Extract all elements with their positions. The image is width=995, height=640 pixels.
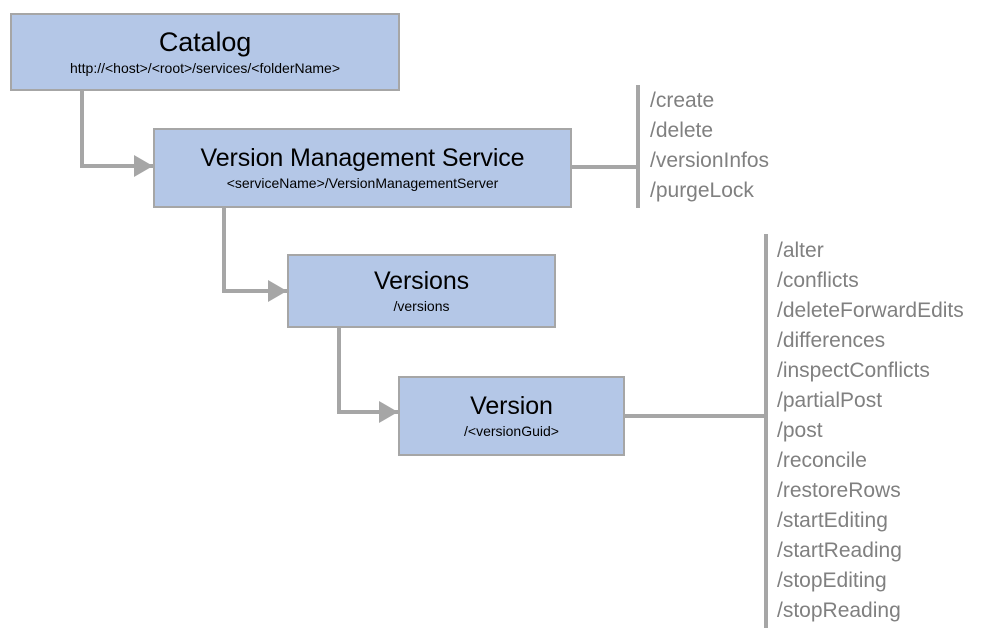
endpoint-item[interactable]: /create — [650, 89, 715, 112]
node-catalog-title: Catalog — [158, 27, 252, 58]
endpoint-item[interactable]: /post — [777, 419, 823, 442]
endpoint-item[interactable]: /stopEditing — [777, 569, 887, 592]
connector-versions-to-version-vertical — [337, 327, 341, 413]
endpoint-item[interactable]: /alter — [777, 239, 824, 262]
node-version[interactable]: Version /<versionGuid> — [398, 376, 625, 456]
connector-catalog-to-vms-vertical — [80, 90, 84, 168]
endpoint-item[interactable]: /inspectConflicts — [777, 359, 930, 382]
connector-vms-to-versions-vertical — [222, 207, 226, 292]
endpoint-item[interactable]: /stopReading — [777, 599, 901, 622]
connector-vms-to-versions-horizontal — [222, 289, 290, 293]
node-versions[interactable]: Versions /versions — [287, 254, 556, 328]
endpoint-item[interactable]: /restoreRows — [777, 479, 901, 502]
endpoint-item[interactable]: /purgeLock — [650, 179, 754, 202]
node-catalog-subtitle: http://<host>/<root>/services/<folderNam… — [69, 59, 341, 76]
node-versions-subtitle: /versions — [393, 297, 450, 314]
connector-vms-to-operations — [570, 165, 640, 169]
node-version-management-service-subtitle: <serviceName>/VersionManagementServer — [226, 174, 499, 191]
endpoint-item[interactable]: /startEditing — [777, 509, 888, 532]
node-version-management-service[interactable]: Version Management Service <serviceName>… — [153, 128, 572, 208]
endpoint-list-version-management-service: /create/delete/versionInfos/purgeLock — [650, 86, 769, 206]
node-versions-title: Versions — [373, 267, 470, 296]
node-version-title: Version — [470, 392, 553, 421]
connector-version-to-operations — [623, 414, 768, 418]
arrowhead-versions-to-version — [379, 401, 398, 423]
bracket-version-operations — [764, 234, 768, 628]
endpoint-item[interactable]: /deleteForwardEdits — [777, 299, 964, 322]
endpoint-item[interactable]: /startReading — [777, 539, 902, 562]
connector-versions-to-version-horizontal — [337, 410, 403, 414]
connector-catalog-to-vms-horizontal — [80, 164, 156, 168]
node-catalog[interactable]: Catalog http://<host>/<root>/services/<f… — [10, 13, 400, 91]
bracket-vms-operations — [636, 85, 640, 208]
node-version-management-service-title: Version Management Service — [200, 144, 525, 173]
endpoint-list-version: /alter/conflicts/deleteForwardEdits/diff… — [777, 236, 964, 626]
endpoint-item[interactable]: /partialPost — [777, 389, 883, 412]
endpoint-item[interactable]: /versionInfos — [650, 149, 770, 172]
endpoint-item[interactable]: /delete — [650, 119, 714, 142]
node-version-subtitle: /<versionGuid> — [464, 422, 559, 439]
endpoint-item[interactable]: /conflicts — [777, 269, 859, 292]
arrowhead-catalog-to-vms — [134, 155, 153, 177]
arrowhead-vms-to-versions — [268, 280, 287, 302]
endpoint-item[interactable]: /reconcile — [777, 449, 867, 472]
endpoint-item[interactable]: /differences — [777, 329, 886, 352]
